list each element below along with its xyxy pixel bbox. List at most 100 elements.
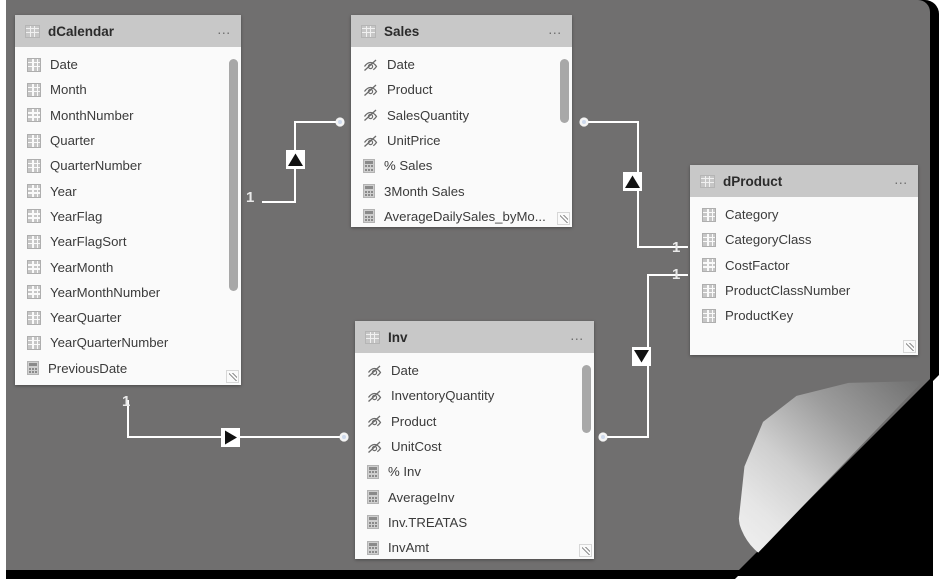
field-row[interactable]: 3Month Sales <box>351 178 572 203</box>
field-label: YearFlagSort <box>50 234 127 250</box>
table-header-sales[interactable]: Sales … <box>351 15 572 47</box>
field-label: Product <box>391 413 437 429</box>
field-row[interactable]: % Sales <box>351 153 572 178</box>
measure-icon <box>27 361 39 376</box>
measure-icon <box>363 184 375 199</box>
field-row[interactable]: Year <box>15 178 241 203</box>
hidden-field-icon <box>363 58 378 72</box>
field-row[interactable]: QuarterNumber <box>15 153 241 178</box>
field-label: SalesQuantity <box>387 107 470 123</box>
field-label: YearQuarter <box>50 310 122 326</box>
field-row[interactable]: Product <box>355 409 594 434</box>
column-icon <box>27 310 41 325</box>
column-icon <box>27 234 41 249</box>
field-row[interactable]: Quarter <box>15 128 241 153</box>
field-row[interactable]: YearFlagSort <box>15 229 241 254</box>
field-row[interactable]: YearFlag <box>15 204 241 229</box>
field-row[interactable]: UnitPrice <box>351 128 572 153</box>
field-label: Quarter <box>50 133 95 149</box>
measure-icon <box>363 209 375 224</box>
field-row[interactable]: UnitCost <box>355 434 594 459</box>
field-row[interactable]: CostFactor <box>690 253 918 278</box>
column-icon <box>702 232 716 247</box>
more-options-icon[interactable]: … <box>216 20 233 37</box>
table-title: Sales <box>384 23 420 39</box>
field-label: Date <box>391 363 419 379</box>
field-row[interactable]: YearQuarter <box>15 305 241 330</box>
column-icon <box>702 283 716 298</box>
column-icon <box>27 57 41 72</box>
column-icon <box>27 335 41 350</box>
field-row[interactable]: Date <box>355 358 594 383</box>
field-row[interactable]: Date <box>351 52 572 77</box>
table-header-inv[interactable]: Inv … <box>355 321 594 353</box>
resize-handle[interactable] <box>557 212 570 225</box>
column-icon <box>27 158 41 173</box>
field-row[interactable]: YearMonthNumber <box>15 280 241 305</box>
table-header-dproduct[interactable]: dProduct … <box>690 165 918 197</box>
field-row[interactable]: YearQuarterNumber <box>15 330 241 355</box>
field-row[interactable]: Date <box>15 52 241 77</box>
field-row[interactable]: AverageDailySales_byMo... <box>351 204 572 227</box>
field-label: Year <box>50 183 77 199</box>
cardinality-label-dcalendar-sales-one: 1 <box>246 189 255 206</box>
field-label: CostFactor <box>725 257 790 273</box>
table-card-inv[interactable]: Inv … Date InventoryQuantity Product <box>355 321 594 559</box>
field-label: % Inv <box>388 464 421 480</box>
field-row[interactable]: CategoryClass <box>690 227 918 252</box>
field-row[interactable]: ProductClassNumber <box>690 278 918 303</box>
field-row[interactable]: % Inv <box>355 459 594 484</box>
column-icon <box>27 133 41 148</box>
column-icon <box>27 209 41 224</box>
field-label: YearMonth <box>50 259 114 275</box>
cardinality-label-dproduct-sales-one: 1 <box>672 239 681 256</box>
field-label: AverageDailySales_byMo... <box>384 208 546 224</box>
field-label: Date <box>50 57 78 73</box>
hidden-field-icon <box>363 83 378 97</box>
resize-handle[interactable] <box>226 370 239 383</box>
field-row[interactable]: AverageInv <box>355 484 594 509</box>
resize-handle[interactable] <box>903 340 916 353</box>
field-list-inv: Date InventoryQuantity Product UnitCost … <box>355 353 594 559</box>
field-label: PreviousDate <box>48 360 128 376</box>
table-title: Inv <box>388 329 408 345</box>
field-label: CategoryClass <box>725 232 812 248</box>
field-list-sales: Date Product SalesQuantity UnitPrice % S… <box>351 47 572 227</box>
field-row[interactable]: ProductKey <box>690 303 918 328</box>
table-header-dcalendar[interactable]: dCalendar … <box>15 15 241 47</box>
field-label: Inv.TREATAS <box>388 514 468 530</box>
field-row[interactable]: Month <box>15 77 241 102</box>
column-icon <box>27 108 41 123</box>
more-options-icon[interactable]: … <box>893 170 910 187</box>
cardinality-label-dproduct-inv-one: 1 <box>672 266 681 283</box>
field-label: Month <box>50 82 87 98</box>
field-row[interactable]: SalesQuantity <box>351 103 572 128</box>
field-label: QuarterNumber <box>50 158 142 174</box>
vertical-scrollbar[interactable] <box>560 59 569 123</box>
measure-icon <box>363 158 375 173</box>
column-icon <box>702 308 716 323</box>
field-row[interactable]: Product <box>351 77 572 102</box>
more-options-icon[interactable]: … <box>547 20 564 37</box>
more-options-icon[interactable]: … <box>569 326 586 343</box>
field-label: UnitCost <box>391 439 442 455</box>
field-row[interactable]: YearMonth <box>15 254 241 279</box>
field-row[interactable]: PreviousDate <box>15 356 241 381</box>
field-row[interactable]: Inv.TREATAS <box>355 510 594 535</box>
field-label: Date <box>387 57 415 73</box>
table-card-dproduct[interactable]: dProduct … Category CategoryClass CostFa… <box>690 165 918 355</box>
vertical-scrollbar[interactable] <box>582 365 591 433</box>
field-row[interactable]: InvAmt <box>355 535 594 559</box>
field-row[interactable]: Category <box>690 202 918 227</box>
resize-handle[interactable] <box>579 544 592 557</box>
column-icon <box>27 285 41 300</box>
field-label: ProductKey <box>725 308 794 324</box>
table-card-sales[interactable]: Sales … Date Product SalesQuantity <box>351 15 572 227</box>
field-list-dcalendar: Date Month MonthNumber Quarter QuarterNu… <box>15 47 241 385</box>
field-row[interactable]: InventoryQuantity <box>355 383 594 408</box>
field-row[interactable]: MonthNumber <box>15 103 241 128</box>
table-card-dcalendar[interactable]: dCalendar … Date Month MonthNumber Quart… <box>15 15 241 385</box>
measure-icon <box>367 515 379 530</box>
vertical-scrollbar[interactable] <box>229 59 238 291</box>
